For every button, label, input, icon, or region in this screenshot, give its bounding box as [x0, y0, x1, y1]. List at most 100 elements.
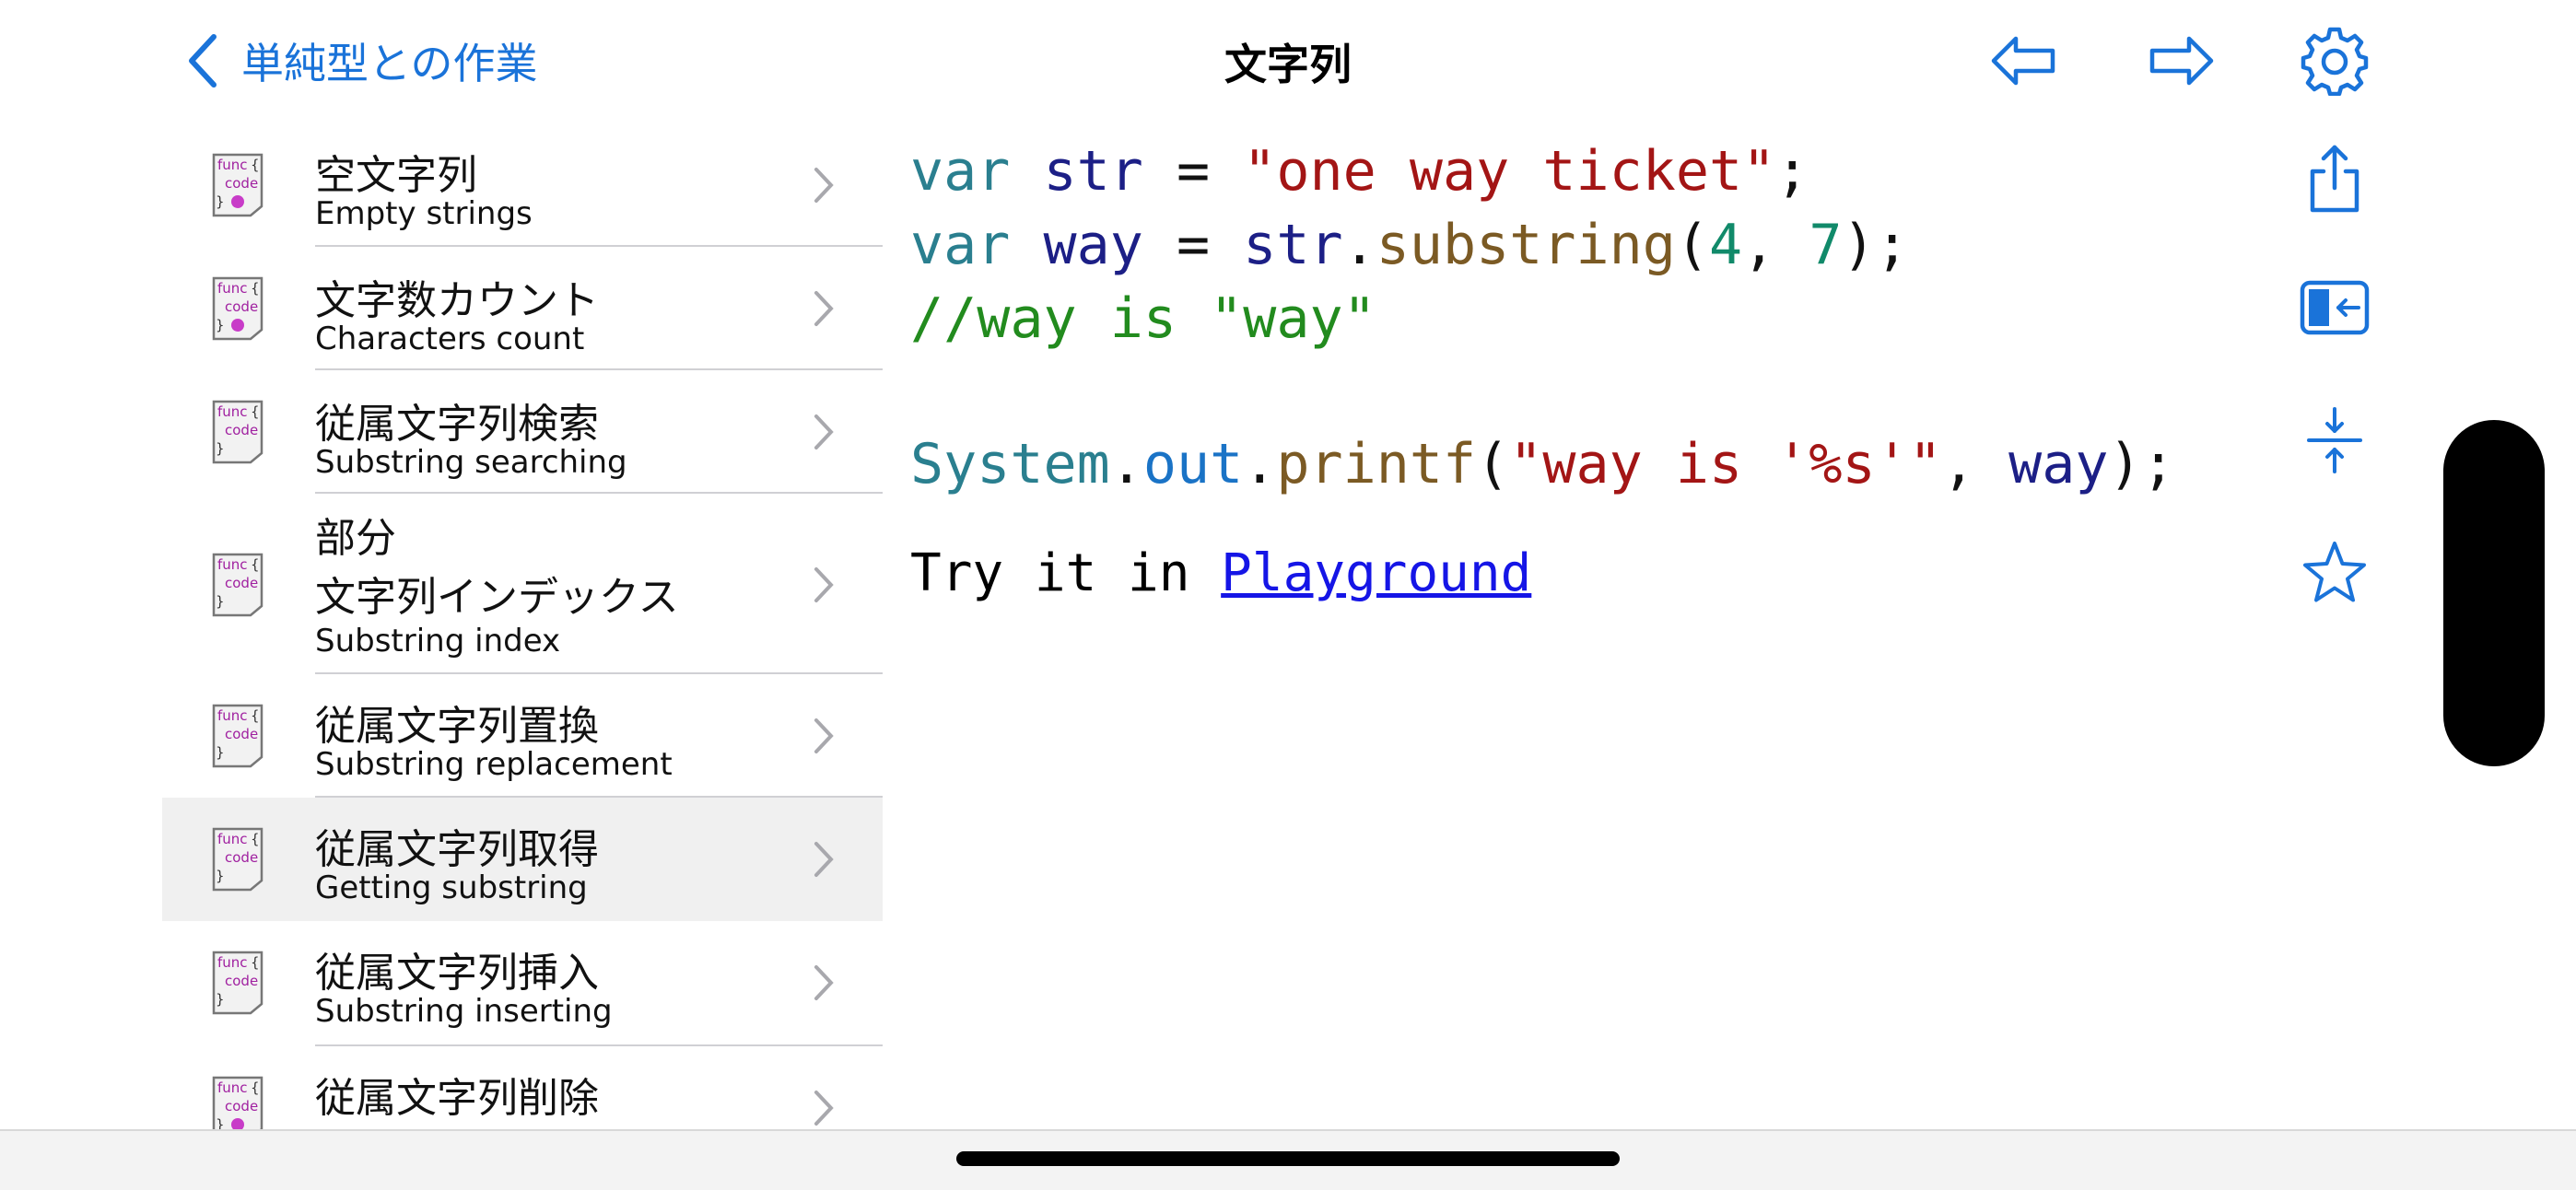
list-item-substring-deleting[interactable]: func{ code} 従属文字列削除: [162, 1046, 883, 1129]
page-title: 文字列: [1224, 40, 1352, 89]
arrow-left-icon[interactable]: [1988, 26, 2058, 96]
svg-text:func: func: [217, 403, 248, 420]
svg-text:{: {: [251, 280, 260, 297]
svg-text:code: code: [225, 726, 258, 742]
code-file-icon: func{code}: [210, 398, 265, 464]
divider: [315, 1044, 883, 1046]
code-operator: =: [1142, 213, 1244, 277]
code-number: 7: [1809, 213, 1843, 277]
code-file-icon: func{code}: [210, 825, 265, 892]
divider: [315, 672, 883, 674]
list-item-substring-replacement[interactable]: func{ code} 従属文字列置換 Substring replacement: [162, 674, 883, 798]
list-item-empty-strings[interactable]: func{code} 空文字列 Empty strings: [162, 123, 883, 247]
list-item-title: 従属文字列挿入: [315, 950, 599, 997]
list-item-subtitle: Substring searching: [315, 444, 627, 481]
sidebar-collapse-icon[interactable]: [2300, 273, 2370, 343]
code-punct: ,: [1941, 432, 2009, 496]
svg-text:{: {: [251, 954, 260, 971]
code-punct: );: [2108, 432, 2175, 496]
code-punct: (: [1675, 213, 1709, 277]
list-item-title: 従属文字列置換: [315, 703, 599, 750]
list-item-title: 従属文字列削除: [315, 1075, 599, 1122]
home-indicator[interactable]: [956, 1151, 1620, 1166]
list-item-subtitle: Getting substring: [315, 869, 588, 906]
svg-text:}: }: [216, 193, 225, 210]
list-item-title-line2: 文字列インデックス: [315, 574, 679, 621]
svg-text:}: }: [216, 744, 225, 761]
arrow-right-icon[interactable]: [2147, 26, 2217, 96]
chevron-right-icon: [811, 287, 837, 330]
collapse-vertical-icon[interactable]: [2300, 405, 2370, 475]
playground-link[interactable]: Playground: [1221, 543, 1532, 603]
svg-text:{: {: [251, 157, 260, 173]
code-identifier: str: [1243, 213, 1343, 277]
code-file-icon: func{code}: [210, 949, 265, 1015]
svg-text:}: }: [216, 440, 225, 457]
scroll-handle[interactable]: [2443, 420, 2545, 766]
list-item-substring-inserting[interactable]: func{code} 従属文字列挿入 Substring inserting: [162, 921, 883, 1046]
svg-text:code: code: [225, 575, 258, 591]
code-number: 4: [1708, 213, 1743, 277]
gear-icon[interactable]: [2300, 26, 2370, 97]
svg-text:{: {: [251, 707, 260, 724]
code-identifier: way: [1043, 213, 1143, 277]
svg-text:code: code: [225, 1098, 258, 1114]
code-punct: .: [1109, 432, 1143, 496]
list-item-subtitle: Characters count: [315, 321, 585, 357]
list-item-characters-count[interactable]: func{code} 文字数カウント Characters count: [162, 247, 883, 370]
code-file-icon: func{ code}: [210, 551, 265, 617]
svg-text:func: func: [217, 954, 248, 971]
svg-text:{: {: [251, 831, 260, 847]
try-it-line: Try it in Playground: [910, 543, 1531, 603]
code-punct: ;: [1775, 139, 1809, 204]
list-item-getting-substring[interactable]: func{code} 従属文字列取得 Getting substring: [162, 798, 883, 921]
chevron-right-icon: [811, 564, 837, 606]
list-item-title: 従属文字列取得: [315, 826, 599, 873]
code-keyword: var: [910, 139, 1011, 204]
svg-text:}: }: [216, 593, 225, 610]
topic-list: func{code} 空文字列 Empty strings func{code}…: [162, 123, 883, 1129]
svg-text:func: func: [217, 157, 248, 173]
chevron-right-icon: [811, 1087, 837, 1129]
svg-text:func: func: [217, 831, 248, 847]
chevron-right-icon: [811, 962, 837, 1004]
svg-text:func: func: [217, 1079, 248, 1096]
back-button-label: 単純型との作業: [241, 39, 538, 88]
chevron-right-icon: [811, 164, 837, 206]
list-item-substring-index[interactable]: func{code} 部分 文字列インデックス Substring index: [162, 494, 883, 674]
svg-text:}: }: [216, 1116, 225, 1129]
code-string: "one way ticket": [1243, 139, 1776, 204]
code-file-icon: func{ code}: [210, 702, 265, 768]
back-button[interactable]: 単純型との作業: [182, 26, 538, 96]
code-class: System: [910, 432, 1110, 496]
code-line-2: var way = str.substring(4, 7);: [910, 208, 1909, 282]
star-icon[interactable]: [2300, 538, 2370, 608]
divider: [315, 368, 883, 370]
share-icon[interactable]: [2300, 144, 2370, 214]
svg-text:code: code: [225, 849, 258, 866]
svg-text:func: func: [217, 556, 248, 573]
code-punct: .: [1243, 432, 1277, 496]
code-function: printf: [1276, 432, 1477, 496]
svg-text:}: }: [216, 991, 225, 1008]
chevron-left-icon: [189, 34, 217, 88]
list-item-subtitle: Substring replacement: [315, 746, 673, 783]
svg-text:func: func: [217, 280, 248, 297]
code-file-icon: func{ code}: [210, 1074, 265, 1129]
code-punct: ,: [1742, 213, 1809, 277]
list-item-substring-searching[interactable]: func{code} 従属文字列検索 Substring searching: [162, 370, 883, 494]
chevron-right-icon: [811, 411, 837, 453]
code-file-icon: func{code}: [210, 274, 265, 341]
svg-text:{: {: [251, 1079, 260, 1096]
list-item-title: 文字数カウント: [315, 277, 599, 324]
svg-text:func: func: [217, 707, 248, 724]
svg-text:code: code: [225, 175, 258, 192]
code-file-icon: func{ code}: [210, 151, 265, 217]
code-punct: (: [1476, 432, 1510, 496]
chevron-right-icon: [811, 838, 837, 881]
svg-text:{: {: [251, 556, 260, 573]
svg-text:}: }: [216, 317, 225, 333]
code-line-1: var str = "one way ticket";: [910, 134, 1809, 208]
code-identifier: way: [2008, 432, 2109, 496]
code-keyword: var: [910, 213, 1011, 277]
